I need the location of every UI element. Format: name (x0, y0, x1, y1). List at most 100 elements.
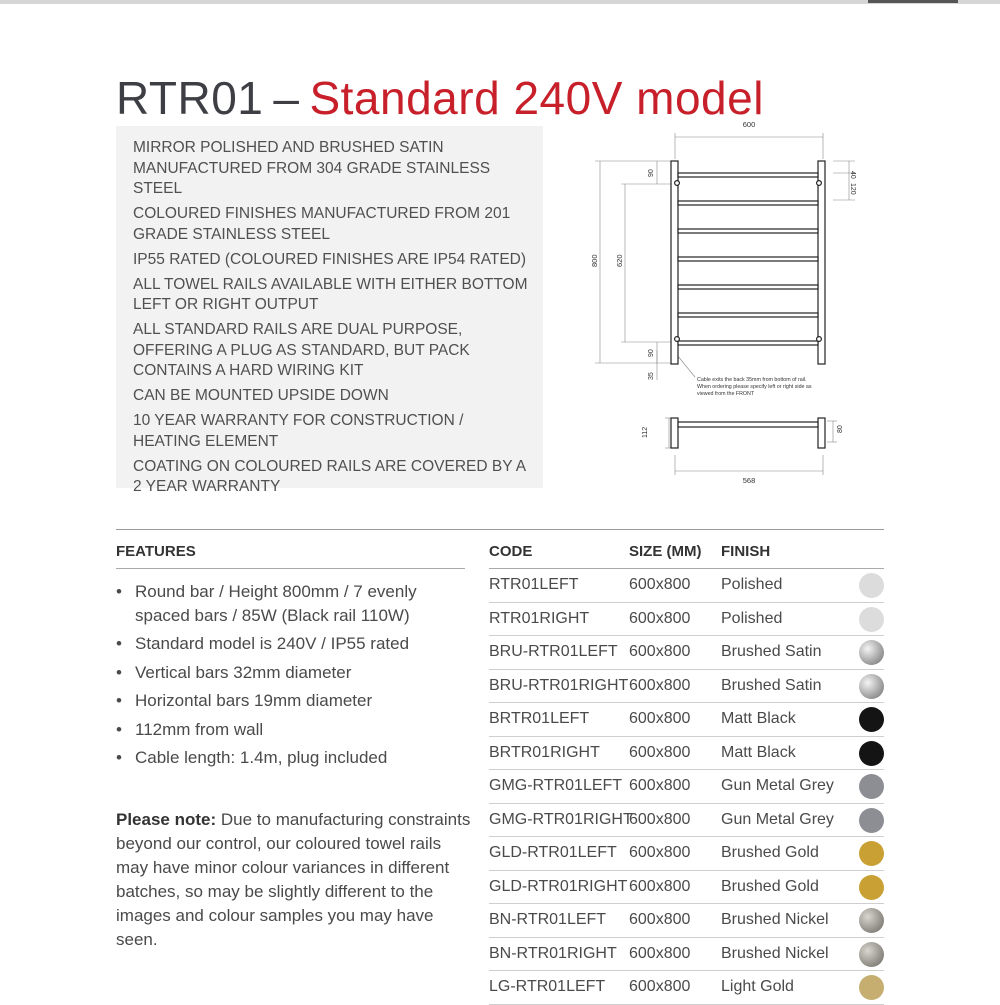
product-code: BRU-RTR01RIGHT (489, 676, 629, 694)
product-code: GMG-RTR01RIGHT (489, 810, 633, 828)
product-finish: Brushed Satin (721, 676, 822, 694)
spec-item: COLOURED FINISHES MANUFACTURED FROM 201 … (133, 205, 511, 243)
cable-note-line-1: Cable exits the back 35mm from bottom of… (697, 377, 807, 383)
product-code: RTR01LEFT (489, 576, 579, 593)
table-row: GMG-RTR01LEFT 600x800 Gun Metal Grey (489, 770, 884, 804)
title-model: RTR01 (116, 71, 264, 124)
product-size: 600x800 (629, 911, 691, 928)
finish-swatch (859, 841, 884, 866)
finish-swatch (859, 573, 884, 598)
product-finish: Brushed Gold (721, 877, 819, 895)
product-size: 600x800 (629, 978, 691, 995)
spec-item: IP55 RATED (COLOURED FINISHES ARE IP54 R… (133, 250, 527, 268)
product-size: 600x800 (629, 710, 691, 727)
table-row: BRTR01RIGHT 600x800 Matt Black (489, 737, 884, 770)
product-code: RTR01RIGHT (489, 609, 590, 627)
spec-box: MIRROR POLISHED AND BRUSHED SATIN MANUFA… (116, 126, 543, 495)
bullet: • (116, 582, 122, 601)
feature-text: Horizontal bars 19mm diameter (135, 691, 373, 710)
table-header: CODE SIZE (MM) FINISH (489, 543, 884, 569)
title-subtitle: Standard 240V model (309, 71, 764, 124)
spec-item: CAN BE MOUNTED UPSIDE DOWN (133, 387, 389, 404)
header-finish: FINISH (721, 543, 771, 560)
product-size: 600x800 (629, 576, 691, 593)
product-finish: Brushed Gold (721, 844, 819, 861)
bullet: • (116, 634, 122, 653)
finish-swatch (859, 941, 884, 967)
finish-swatch (859, 975, 884, 1000)
spec-item: COATING ON COLOURED RAILS ARE COVERED BY… (133, 457, 526, 496)
section-divider (116, 529, 884, 530)
product-size: 600x800 (629, 877, 691, 895)
product-code: BRU-RTR01LEFT (489, 643, 618, 660)
product-code: BN-RTR01RIGHT (489, 944, 617, 962)
product-code: BRTR01RIGHT (489, 743, 600, 761)
dim-bottom-width: 568 (743, 476, 756, 485)
feature-item: •112mm from wall (116, 718, 476, 742)
finish-swatch (859, 640, 884, 665)
product-code: BN-RTR01LEFT (489, 911, 607, 928)
dim-depth-inner: 80 (837, 425, 844, 433)
page-title: RTR01–Standard 240V model (116, 71, 764, 125)
product-size: 600x800 (629, 844, 691, 861)
cable-note-line-3: viewed from the FRONT (697, 391, 755, 397)
dimension-diagram: 600 40 120 90 800 620 90 35 Cable exits … (585, 115, 875, 495)
bullet: • (116, 662, 122, 682)
table-row: RTR01LEFT 600x800 Polished (489, 569, 884, 603)
product-size: 600x800 (629, 743, 691, 761)
dim-bottom-gap: 90 (648, 349, 655, 357)
feature-item: • Horizontal bars 19mm diameter (116, 689, 476, 713)
finish-swatch (859, 807, 884, 833)
dim-inner: 620 (615, 254, 624, 267)
feature-text: Cable length: 1.4m, plug included (135, 748, 388, 767)
product-finish: Matt Black (721, 743, 796, 761)
dim-depth: 112 (642, 427, 649, 438)
top-border (0, 0, 1000, 4)
finish-swatch (859, 740, 884, 766)
dim-bottom-offset: 35 (648, 372, 655, 380)
finish-swatch (859, 874, 884, 900)
product-size: 600x800 (629, 777, 691, 794)
product-finish: Polished (721, 576, 783, 593)
finish-swatch (859, 606, 884, 632)
note-label: Please note: (116, 810, 217, 829)
product-finish: Gun Metal Grey (721, 777, 834, 794)
feature-item: •Round bar / Height 800mm / 7 evenly spa… (116, 580, 476, 627)
spec-item: 10 YEAR WARRANTY FOR CONSTRUCTION / HEAT… (133, 412, 464, 450)
features-heading-rule (116, 568, 465, 569)
features-heading: FEATURES (116, 543, 196, 560)
product-size: 600x800 (629, 676, 691, 694)
cable-note-line-2: When ordering please specify left or rig… (697, 384, 812, 390)
feature-text: Standard model is 240V / IP55 rated (135, 634, 410, 653)
dim-top-gap-right: 40 (849, 171, 856, 179)
product-code: GMG-RTR01LEFT (489, 777, 623, 794)
top-border-mark (868, 0, 958, 3)
feature-text: 112mm from wall (135, 719, 264, 739)
product-finish: Polished (721, 609, 783, 627)
product-code: LG-RTR01LEFT (489, 978, 606, 995)
product-size: 600x800 (629, 643, 691, 660)
bullet: • (116, 691, 122, 710)
product-finish: Brushed Satin (721, 643, 822, 660)
feature-item: • Standard model is 240V / IP55 rated (116, 632, 476, 656)
feature-item: • Vertical bars 32mm diameter (116, 661, 476, 685)
spec-item: MIRROR POLISHED AND BRUSHED SATIN MANUFA… (133, 139, 491, 197)
feature-text: Vertical bars 32mm diameter (135, 662, 352, 682)
table-header-rule (489, 568, 884, 569)
finish-swatch (859, 774, 884, 799)
spec-item: ALL STANDARD RAILS ARE DUAL PURPOSE, OFF… (133, 321, 470, 379)
product-size: 600x800 (629, 810, 691, 828)
towel-rail-drawing: 600 40 120 90 800 620 90 35 Cable exits … (590, 120, 856, 485)
product-code: GLD-RTR01RIGHT (489, 877, 628, 895)
feature-item: •Cable length: 1.4m, plug included (116, 746, 476, 770)
dim-height: 800 (590, 254, 599, 267)
product-finish: Brushed Nickel (721, 944, 829, 962)
